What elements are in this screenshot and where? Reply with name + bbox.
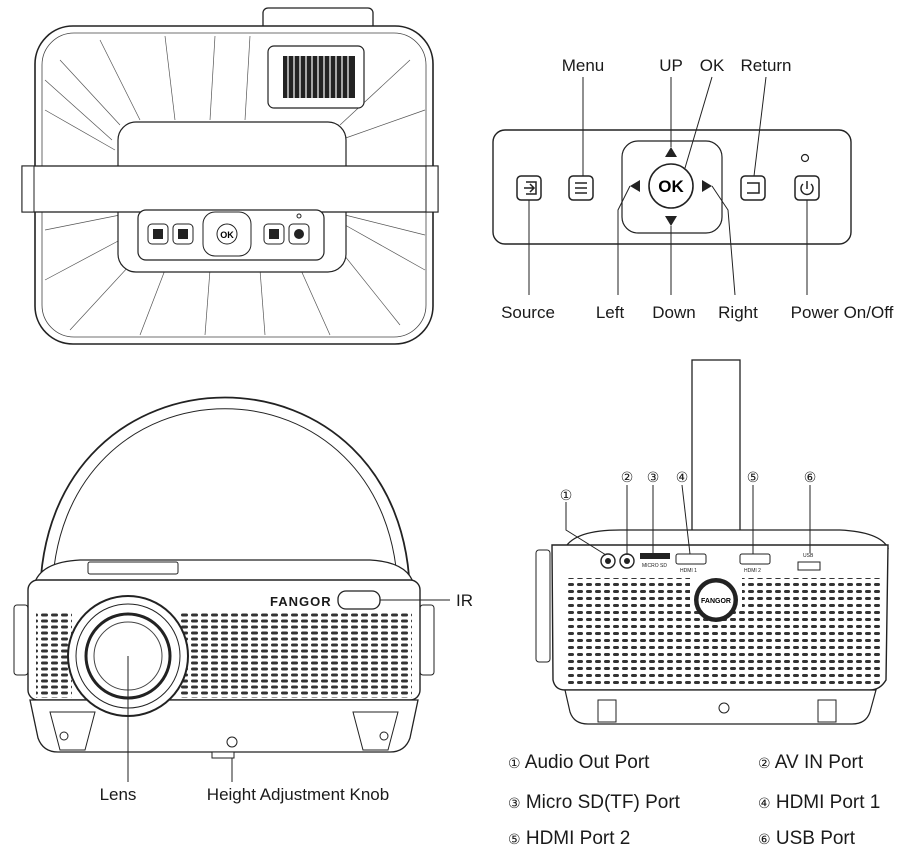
legend-number: ④ (758, 796, 771, 812)
callout-6: ⑥ (804, 470, 817, 486)
legend-number: ⑥ (758, 832, 771, 848)
ir-sensor (337, 590, 381, 610)
hdmi2-text: HDMI 2 (744, 568, 761, 574)
control-panel: OK Menu UP OK Re (492, 56, 894, 322)
legend-number: ① (508, 756, 521, 772)
legend-item-hdmi2: ⑤ HDMI Port 2 (508, 828, 630, 850)
ok-label: OK (700, 56, 725, 75)
legend-number: ⑤ (508, 832, 521, 848)
legend-label: HDMI Port 2 (525, 828, 631, 849)
height-knob-label: Height Adjustment Knob (207, 785, 389, 804)
hdmi1-text: HDMI 1 (680, 568, 697, 574)
down-arrow-icon (665, 216, 677, 226)
power-icon (794, 175, 820, 201)
callout-1: ① (560, 488, 573, 504)
rear-brand-logo: FANGOR (701, 598, 731, 605)
callout-2: ② (621, 470, 634, 486)
legend-item-audio-out: ① Audio Out Port (508, 752, 649, 774)
right-label: Right (718, 303, 758, 322)
menu-label: Menu (562, 56, 605, 75)
legend-number: ② (758, 756, 771, 772)
up-label: UP (659, 56, 683, 75)
legend-label: HDMI Port 1 (775, 792, 881, 813)
usb-text: USB (803, 553, 814, 559)
source-icon (516, 175, 542, 201)
micro-sd-text: MICRO SD (642, 563, 667, 569)
callout-4: ④ (676, 470, 689, 486)
usb-port (797, 561, 821, 571)
micro-sd-slot (640, 553, 670, 559)
left-label: Left (596, 303, 625, 322)
legend-item-micro-sd: ③ Micro SD(TF) Port (508, 792, 680, 814)
legend-number: ③ (508, 796, 521, 812)
front-view: FANGOR IR Lens Height Adjustment Knob (13, 396, 473, 804)
left-arrow-icon (630, 180, 640, 192)
ir-label: IR (456, 591, 473, 610)
return-icon (740, 175, 766, 201)
return-label: Return (740, 56, 791, 75)
source-label: Source (501, 303, 555, 322)
legend-item-av-in: ② AV IN Port (758, 752, 863, 774)
top-view: OK (21, 7, 439, 345)
menu-icon (568, 175, 594, 201)
power-indicator-icon (800, 153, 810, 163)
ok-button-icon (648, 163, 694, 209)
ok-button-text: OK (658, 177, 684, 196)
legend-label: Audio Out Port (524, 752, 650, 773)
down-label: Down (652, 303, 695, 322)
lens-label: Lens (100, 785, 137, 804)
callout-3: ③ (647, 470, 660, 486)
mini-ok-label: OK (220, 230, 234, 240)
right-arrow-icon (702, 180, 712, 192)
legend-label: AV IN Port (774, 752, 864, 773)
front-brand-logo: FANGOR (270, 594, 332, 609)
hdmi1-port (675, 553, 707, 565)
rear-view: FANGOR MICRO SD HDMI 1 HDMI 2 USB ① ② ③ … (535, 359, 890, 725)
up-arrow-icon (665, 147, 677, 157)
legend-item-hdmi1: ④ HDMI Port 1 (758, 792, 880, 814)
power-label: Power On/Off (791, 303, 894, 322)
legend-item-usb: ⑥ USB Port (758, 828, 855, 850)
legend-label: USB Port (775, 828, 856, 849)
legend-label: Micro SD(TF) Port (525, 792, 680, 813)
callout-5: ⑤ (747, 470, 760, 486)
hdmi2-port (739, 553, 771, 565)
